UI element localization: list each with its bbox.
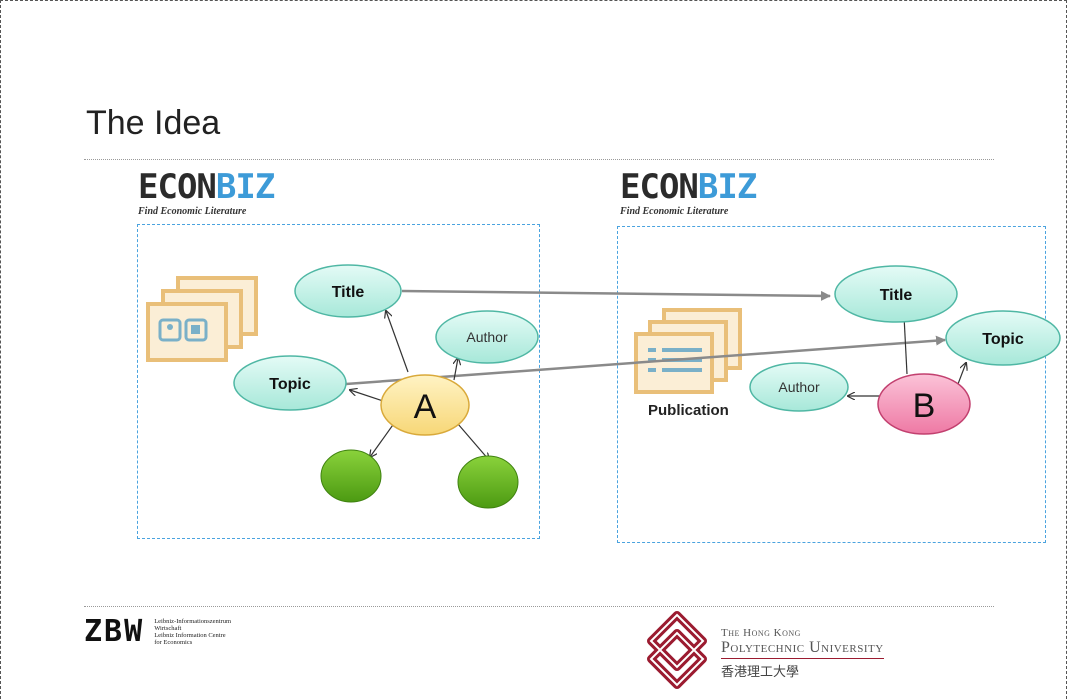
node-author-left: Author <box>435 310 539 364</box>
zbw-line: Leibniz Information Centre <box>154 632 226 639</box>
green-node-left <box>320 449 382 503</box>
econbiz-logo-left: ECONBIZ Find Economic Literature <box>138 167 275 217</box>
zbw-logo: ZBW Leibniz-Informationszentrum Wirtscha… <box>84 617 231 647</box>
node-title-right: Title <box>834 265 958 323</box>
node-author-right: Author <box>749 362 849 412</box>
node-author-right-label: Author <box>778 379 820 395</box>
econbiz-tagline: Find Economic Literature <box>620 206 729 217</box>
node-a: A <box>380 374 470 436</box>
node-title-right-label: Title <box>880 287 913 304</box>
zbw-text: Leibniz-Informationszentrum Wirtschaft L… <box>154 618 231 646</box>
node-author-left-label: Author <box>466 329 508 345</box>
publication-icon <box>634 308 742 394</box>
polyu-line2: Polytechnic University <box>721 639 884 659</box>
polyu-emblem-icon <box>647 611 707 689</box>
publication-label: Publication <box>648 402 729 419</box>
node-topic-left: Topic <box>233 355 347 411</box>
node-b: B <box>877 373 971 435</box>
polyu-line3: 香港理工大學 <box>721 664 800 679</box>
econbiz-logo-right: ECONBIZ Find Economic Literature <box>620 167 757 217</box>
edge-a-green-right <box>457 423 489 460</box>
node-topic-right-label: Topic <box>982 331 1024 348</box>
footer-divider <box>84 606 994 607</box>
node-topic-right: Topic <box>945 310 1061 366</box>
title-link-arrow <box>401 289 831 301</box>
edge-a-green-left <box>370 421 396 457</box>
econbiz-logo-econ: ECON <box>620 167 699 207</box>
right-system-box <box>617 226 1046 543</box>
edge-b-title <box>903 315 908 375</box>
econbiz-tagline: Find Economic Literature <box>138 206 247 217</box>
edge-a-topic <box>350 390 384 402</box>
zbw-mark: ZBW <box>84 614 145 649</box>
topic-link-arrow <box>345 335 946 386</box>
title-divider <box>84 159 994 160</box>
zbw-line: for Economics <box>154 639 193 646</box>
econbiz-logo-biz: BIZ <box>215 167 275 207</box>
econbiz-logo-econ: ECON <box>138 167 217 207</box>
edge-a-title <box>386 311 409 373</box>
green-node-right <box>457 455 519 509</box>
node-b-label: B <box>913 387 936 425</box>
node-title-left-label: Title <box>332 284 365 301</box>
profile-cards-icon <box>146 276 258 362</box>
zbw-line: Wirtschaft <box>154 625 182 632</box>
node-a-label: A <box>414 388 437 426</box>
econbiz-logo-biz: BIZ <box>697 167 757 207</box>
polyu-line1: The Hong Kong <box>721 627 801 639</box>
slide-title: The Idea <box>86 104 221 142</box>
edge-b-topic <box>957 363 966 385</box>
node-topic-left-label: Topic <box>269 376 311 393</box>
left-system-box <box>137 224 540 539</box>
edge-a-author <box>454 358 458 381</box>
polyu-logo: The Hong Kong Polytechnic University 香港理… <box>645 611 884 689</box>
node-title-left: Title <box>294 264 402 318</box>
zbw-line: Leibniz-Informationszentrum <box>154 618 232 625</box>
